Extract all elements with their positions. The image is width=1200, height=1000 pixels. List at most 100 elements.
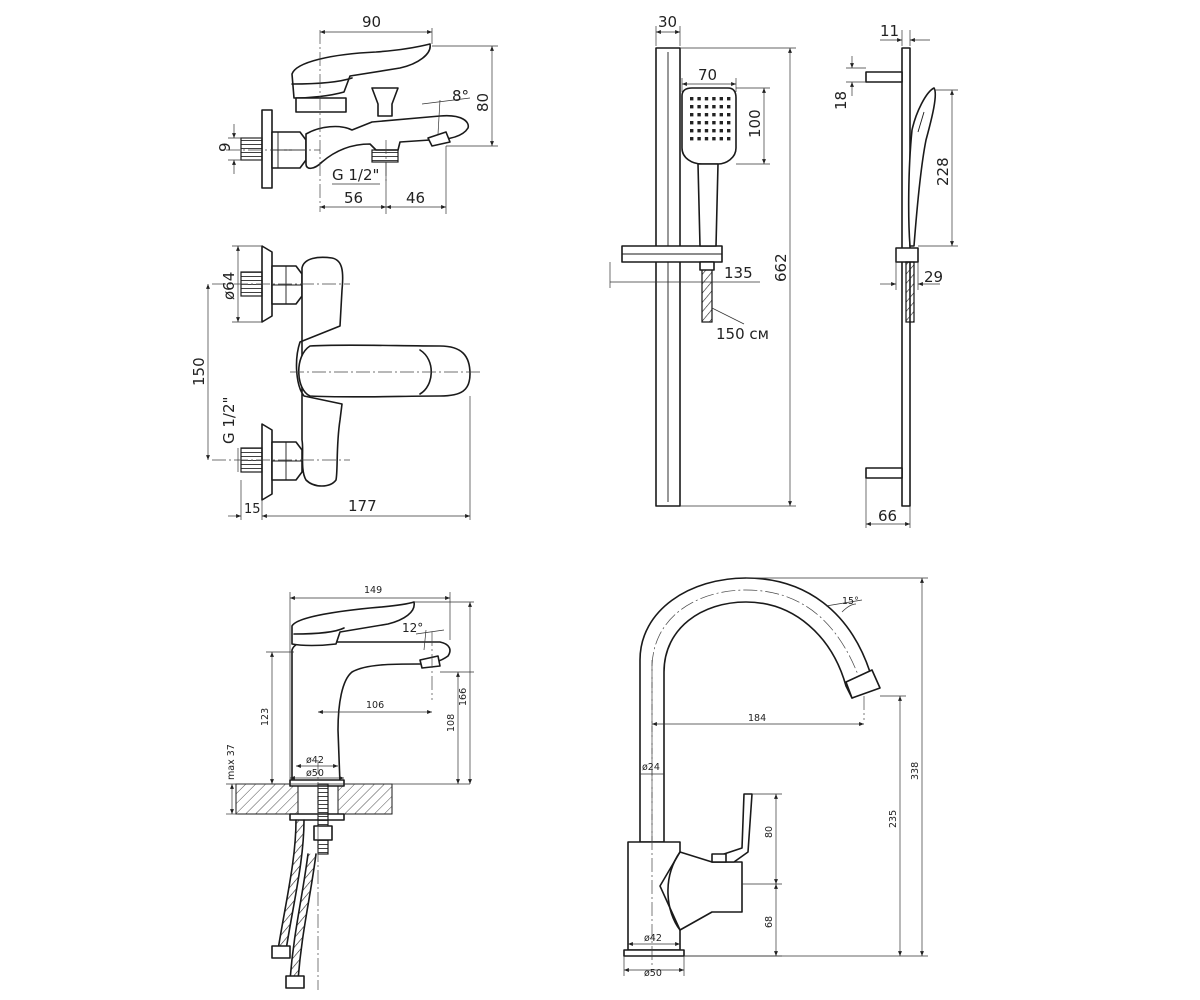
- nozzle-dot: [719, 137, 723, 141]
- bottom-wall-bracket: [865, 467, 903, 479]
- nozzle-dot: [727, 137, 731, 141]
- dim-18: 18: [832, 91, 850, 110]
- nozzle-dot: [719, 129, 723, 133]
- dim-662: 662: [772, 253, 790, 282]
- nozzle-dot: [690, 97, 694, 101]
- nozzle-dot: [727, 105, 731, 109]
- flex-hose-left: [278, 819, 304, 951]
- dim-135: 135: [724, 264, 753, 282]
- nozzle-dot: [712, 129, 716, 133]
- dim-228: 228: [934, 157, 952, 186]
- front-body: [295, 256, 344, 487]
- diverter-knob: [371, 87, 399, 117]
- nozzle-dot: [697, 113, 701, 117]
- nozzle-dot: [712, 105, 716, 109]
- dia-24: ø24: [642, 762, 660, 773]
- nozzle-dot: [704, 113, 709, 117]
- dim-184: 184: [748, 713, 766, 724]
- dim-235: 235: [888, 810, 899, 828]
- dia-50-basin: ø50: [306, 768, 324, 779]
- dim-9: 9: [216, 142, 234, 152]
- angle-8: 8°: [452, 87, 469, 105]
- dim-56: 56: [344, 189, 363, 207]
- nozzle-dot: [697, 97, 701, 101]
- nozzle-dot: [704, 121, 709, 125]
- dim-66: 66: [878, 507, 897, 525]
- nozzle-dot: [697, 105, 701, 109]
- inlet-thread: [240, 137, 263, 161]
- dim-15: 15: [244, 502, 261, 517]
- nozzle-dot: [712, 97, 716, 101]
- top-wall-bracket: [865, 71, 903, 83]
- thread-label-side: G 1/2": [332, 166, 379, 184]
- dim-80-kitchen: 80: [764, 826, 775, 838]
- dim-166: 166: [458, 688, 469, 706]
- nozzle-dot: [690, 137, 694, 141]
- nozzle-grid: [690, 97, 731, 141]
- basin-lever: [291, 601, 415, 647]
- basin-mixer-view: 149 12° 123 106 108 166 ø42 ø50 max 37: [226, 585, 474, 990]
- nozzle-dot: [719, 121, 723, 125]
- countertop-section: [235, 783, 299, 815]
- angle-15: 15°: [842, 596, 859, 607]
- dim-150: 150: [190, 357, 208, 386]
- hand-shower-handle: [697, 163, 719, 247]
- spout-aerator: [845, 669, 881, 699]
- dim-338: 338: [910, 762, 921, 780]
- dim-70: 70: [698, 66, 717, 84]
- nozzle-dot: [704, 97, 709, 101]
- nozzle-dot: [697, 137, 701, 141]
- shower-rail-side-view: 11 18 228 29 66: [832, 22, 958, 528]
- dim-177: 177: [348, 497, 377, 515]
- angle-12: 12°: [402, 621, 423, 635]
- front-lever: [298, 344, 471, 398]
- wall-flange: [261, 109, 273, 189]
- dim-149: 149: [364, 585, 382, 596]
- nozzle-dot: [690, 113, 694, 117]
- mounting-rod: [317, 783, 329, 855]
- nozzle-dot: [697, 129, 701, 133]
- dim-29: 29: [924, 268, 943, 286]
- mixer-lever: [291, 43, 431, 99]
- nozzle-dot: [697, 121, 701, 125]
- dim-30: 30: [658, 13, 677, 31]
- nozzle-dot: [719, 113, 723, 117]
- nozzle-dot: [719, 105, 723, 109]
- dia-50-kitchen: ø50: [644, 968, 662, 979]
- nozzle-dot: [712, 113, 716, 117]
- dia-42-basin: ø42: [306, 755, 324, 766]
- nozzle-dot: [690, 121, 694, 125]
- kitchen-lever: [711, 793, 753, 863]
- nozzle-dot: [719, 97, 723, 101]
- bath-mixer-front-view: ø64 150 G 1/2" 15 177: [190, 245, 480, 520]
- nozzle-dot: [704, 137, 709, 141]
- shower-hose: [701, 261, 713, 323]
- nozzle-dot: [712, 121, 716, 125]
- hose-length-label: 150 см: [716, 325, 769, 343]
- dim-80: 80: [474, 93, 492, 112]
- dim-46: 46: [406, 189, 425, 207]
- dim-106: 106: [366, 700, 384, 711]
- dim-100: 100: [746, 109, 764, 138]
- shower-rail-front-view: 30 70 100 662 135 150 см: [609, 13, 796, 507]
- nozzle-dot: [704, 129, 709, 133]
- nozzle-dot: [727, 121, 731, 125]
- nozzle-dot: [727, 129, 731, 133]
- nozzle-dot: [690, 105, 694, 109]
- aerator: [427, 131, 451, 147]
- dia-64: ø64: [220, 272, 238, 300]
- bath-mixer-side-view: 90 80 8° 9 G 1/2" 56 46: [216, 13, 498, 214]
- dim-11: 11: [880, 22, 899, 40]
- dia-42-kitchen: ø42: [644, 933, 662, 944]
- dim-123: 123: [260, 708, 271, 726]
- dim-90: 90: [362, 13, 381, 31]
- nozzle-dot: [704, 105, 709, 109]
- nozzle-dot: [727, 97, 731, 101]
- dim-68: 68: [764, 916, 775, 928]
- side-shower-head: [907, 87, 937, 247]
- flex-hose-right: [290, 853, 316, 981]
- shower-outlet: [371, 149, 399, 163]
- thread-label-front: G 1/2": [220, 397, 238, 444]
- dim-108: 108: [446, 714, 457, 732]
